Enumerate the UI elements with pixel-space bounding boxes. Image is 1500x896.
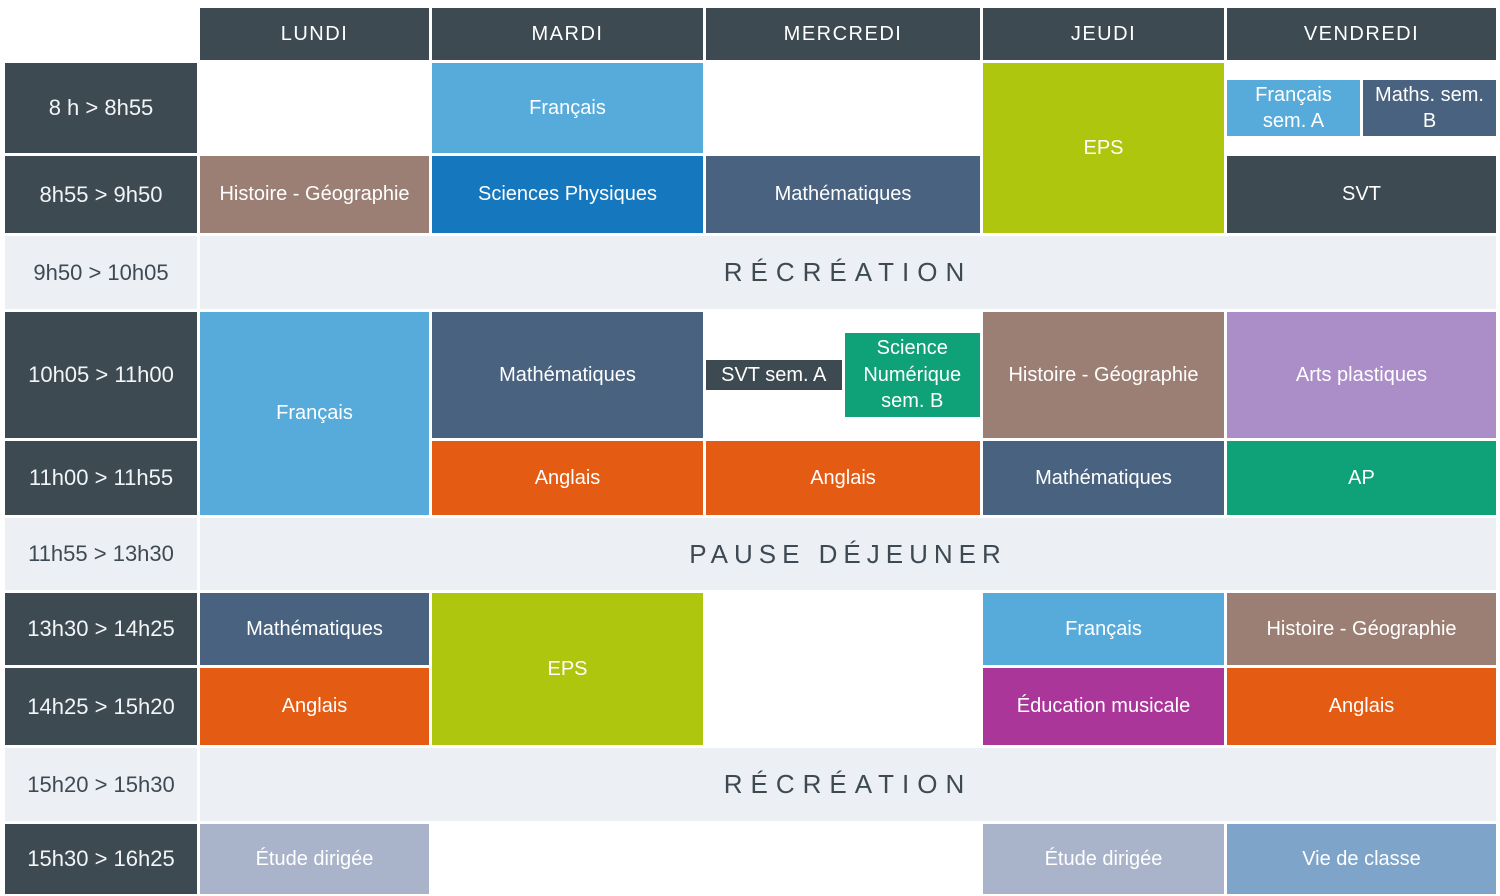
cell-mardi-eps: EPS [432,593,703,745]
cell-vendredi-vie-de-classe: Vie de classe [1227,824,1496,894]
time-slot-0800: 8 h > 8h55 [5,63,197,153]
band-recreation-apres-midi: RÉCRÉATION [200,748,1496,821]
day-header-vendredi: VENDREDI [1227,8,1496,60]
cell-mardi-anglais: Anglais [432,441,703,515]
cell-vendredi-arts-plastiques: Arts plastiques [1227,312,1496,438]
time-slot-1330: 13h30 > 14h25 [5,593,197,665]
time-slot-0855: 8h55 > 9h50 [5,156,197,233]
cell-vendredi-semaine-split: Français sem. A Maths. sem. B [1227,63,1496,153]
cell-lundi-etude-dirigee: Étude dirigée [200,824,429,894]
cell-mercredi-mathematiques: Mathématiques [706,156,980,233]
band-pause-dejeuner: PAUSE DÉJEUNER [200,518,1496,590]
cell-vendredi-histoire-geographie: Histoire - Géographie [1227,593,1496,665]
day-header-mardi: MARDI [432,8,703,60]
day-header-mercredi: MERCREDI [706,8,980,60]
cell-jeudi-mathematiques: Mathématiques [983,441,1224,515]
cell-mardi-sciences-physiques: Sciences Physiques [432,156,703,233]
time-slot-1155: 11h55 > 13h30 [5,518,197,590]
cell-mardi-mathematiques: Mathématiques [432,312,703,438]
cell-vendredi-ap: AP [1227,441,1496,515]
cell-jeudi-francais: Français [983,593,1224,665]
band-recreation-matin: RÉCRÉATION [200,236,1496,309]
cell-mercredi-science-numerique-sem-b: Science Numérique sem. B [844,333,980,417]
cell-vendredi-svt: SVT [1227,156,1496,233]
cell-lundi-francais: Français [200,312,429,515]
time-slot-1005: 10h05 > 11h00 [5,312,197,438]
cell-mercredi-svt-sem-a: SVT sem. A [706,359,842,391]
cell-vendredi-maths-sem-b: Maths. sem. B [1363,79,1496,137]
cell-vendredi-francais-sem-a: Français sem. A [1227,79,1360,137]
time-slot-1530: 15h30 > 16h25 [5,824,197,894]
cell-jeudi-etude-dirigee: Étude dirigée [983,824,1224,894]
time-slot-0950: 9h50 > 10h05 [5,236,197,309]
cell-mercredi-anglais: Anglais [706,441,980,515]
cell-vendredi-anglais: Anglais [1227,668,1496,745]
cell-lundi-histoire-geographie: Histoire - Géographie [200,156,429,233]
day-header-lundi: LUNDI [200,8,429,60]
cell-jeudi-eps: EPS [983,63,1224,233]
time-slot-1425: 14h25 > 15h20 [5,668,197,745]
day-header-jeudi: JEUDI [983,8,1224,60]
cell-lundi-mathematiques: Mathématiques [200,593,429,665]
cell-mardi-francais: Français [432,63,703,153]
cell-mercredi-semaine-split: SVT sem. A Science Numérique sem. B [706,312,980,438]
cell-jeudi-education-musicale: Éducation musicale [983,668,1224,745]
cell-lundi-anglais: Anglais [200,668,429,745]
time-slot-1520: 15h20 > 15h30 [5,748,197,821]
time-slot-1100: 11h00 > 11h55 [5,441,197,515]
cell-jeudi-histoire-geographie: Histoire - Géographie [983,312,1224,438]
timetable: LUNDI MARDI MERCREDI JEUDI VENDREDI 8 h … [5,8,1496,894]
